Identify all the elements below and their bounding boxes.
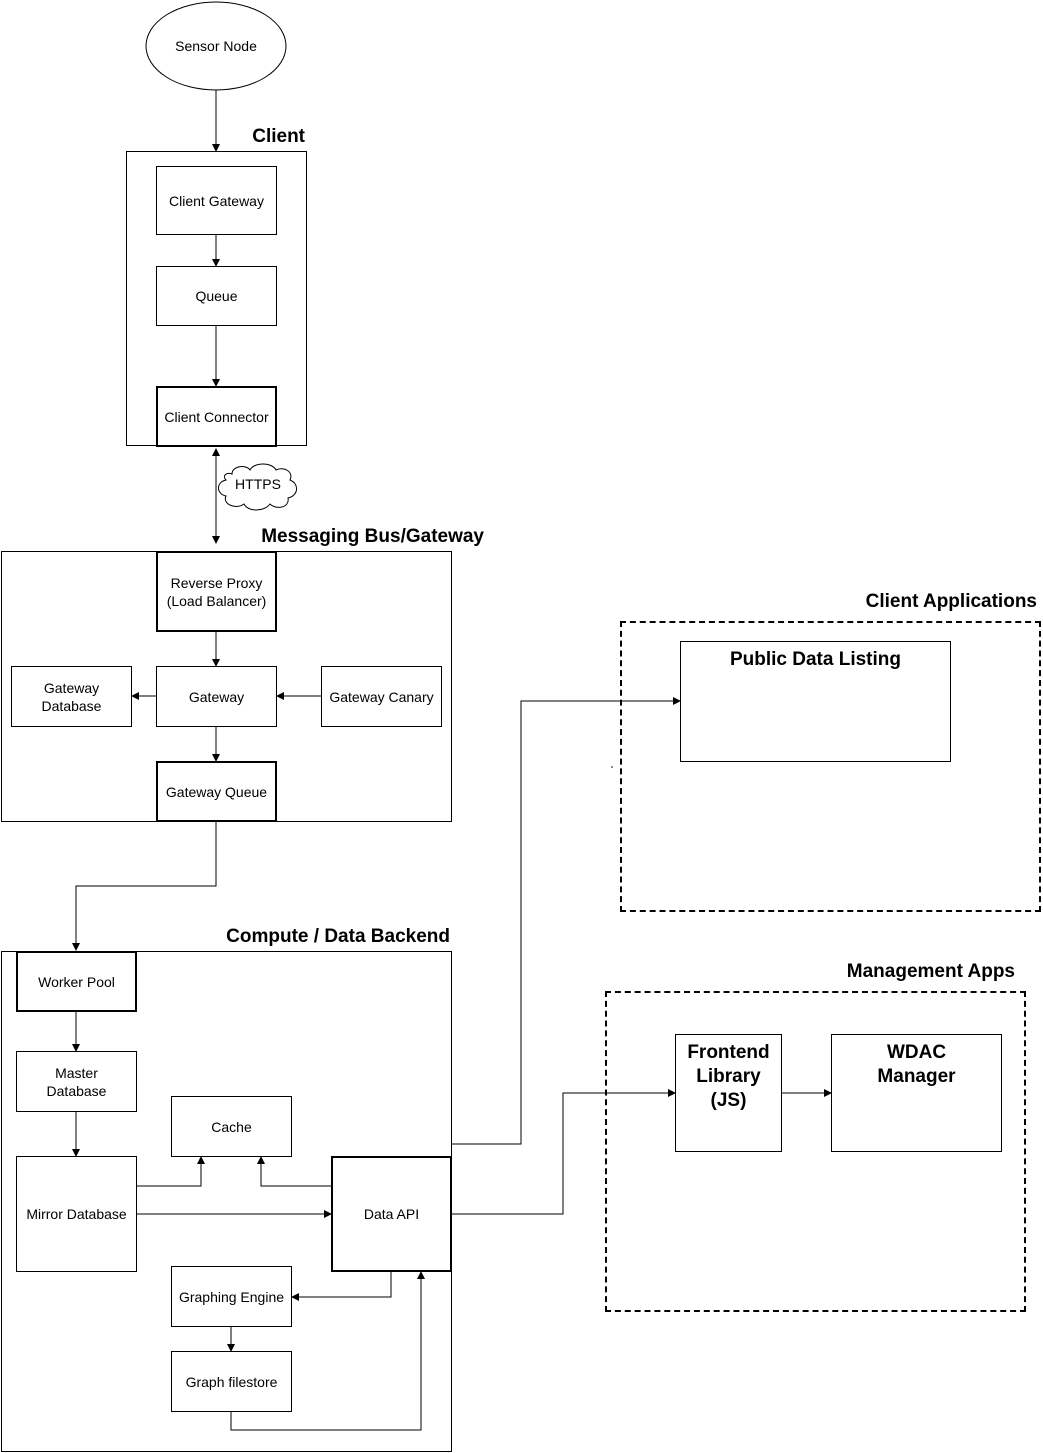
management-group — [605, 991, 1026, 1312]
reverse-proxy-label-line1: Reverse Proxy — [170, 574, 263, 591]
gateway-queue-label: Gateway Queue — [165, 783, 268, 800]
messaging-group-title: Messaging Bus/Gateway — [261, 526, 484, 547]
worker-pool-box: Worker Pool — [16, 951, 137, 1012]
edge-backend-to-public-data-listing — [452, 697, 681, 1145]
queue-box: Queue — [156, 266, 277, 326]
wdac-manager-label-line1: WDAC — [886, 1042, 947, 1063]
public-data-listing-label: Public Data Listing — [729, 649, 902, 670]
mirror-database-box: Mirror Database — [16, 1156, 137, 1272]
edge-filestore-to-data-api — [230, 1271, 425, 1431]
gateway-queue-box: Gateway Queue — [156, 761, 277, 822]
worker-pool-label: Worker Pool — [38, 973, 115, 990]
mirror-database-label: Mirror Database — [26, 1206, 127, 1222]
frontend-library-label-line3: (JS) — [710, 1090, 747, 1111]
master-database-label-line2: Database — [46, 1082, 107, 1099]
edge-data-api-to-graphing-engine — [291, 1272, 392, 1301]
data-api-box: Data API — [331, 1156, 452, 1272]
master-database-label-line1: Master — [55, 1064, 98, 1081]
client-apps-group — [620, 621, 1041, 912]
sensor-node-label: Sensor Node — [175, 38, 257, 54]
graph-filestore-label: Graph filestore — [185, 1373, 278, 1390]
edge-gateway-queue-to-worker-pool — [72, 822, 217, 951]
gateway-box: Gateway — [156, 666, 277, 727]
frontend-library-label-line1: Frontend — [687, 1042, 770, 1063]
frontend-library-label-line2: Library — [696, 1066, 761, 1087]
https-label: HTTPS — [235, 476, 281, 492]
graph-filestore-box: Graph filestore — [171, 1351, 292, 1412]
graphing-engine-box: Graphing Engine — [171, 1266, 292, 1327]
edge-data-api-to-frontend-library — [452, 1089, 676, 1215]
queue-label: Queue — [195, 288, 238, 304]
wdac-manager-label-line2: Manager — [877, 1066, 956, 1087]
gateway-database-label-line2: Database — [41, 697, 102, 714]
gateway-database-label-line1: Gateway — [43, 679, 100, 696]
https-cloud-shape — [218, 463, 297, 511]
gateway-database-box: Gateway Database — [11, 666, 132, 727]
client-connector-label: Client Connector — [164, 408, 269, 425]
cache-label: Cache — [211, 1118, 252, 1135]
frontend-library-box: Frontend Library (JS) — [675, 1034, 782, 1152]
client-gateway-label: Client Gateway — [169, 192, 264, 209]
stray-dot — [611, 766, 613, 768]
sensor-node: Sensor Node — [146, 2, 286, 90]
wdac-manager-box: WDAC Manager — [831, 1034, 1002, 1152]
edge-data-api-to-cache — [257, 1156, 331, 1187]
master-database-box: Master Database — [16, 1051, 137, 1112]
client-gateway-box: Client Gateway — [156, 166, 277, 235]
gateway-canary-label: Gateway Canary — [329, 688, 434, 705]
reverse-proxy-label-line2: (Load Balancer) — [166, 592, 267, 609]
client-connector-box: Client Connector — [156, 386, 277, 447]
gateway-canary-box: Gateway Canary — [321, 666, 442, 727]
public-data-listing-box: Public Data Listing — [680, 641, 951, 762]
sensor-node-shape — [145, 1, 287, 91]
gateway-label: Gateway — [188, 688, 245, 705]
data-api-label: Data API — [363, 1206, 420, 1222]
backend-group-title: Compute / Data Backend — [226, 926, 450, 947]
graphing-engine-label: Graphing Engine — [178, 1288, 285, 1305]
client-apps-group-title: Client Applications — [865, 591, 1037, 612]
edge-mirror-db-to-cache — [136, 1156, 205, 1187]
reverse-proxy-box: Reverse Proxy (Load Balancer) — [156, 551, 277, 632]
management-group-title: Management Apps — [846, 961, 1015, 982]
https-cloud: HTTPS — [222, 476, 294, 496]
cache-box: Cache — [171, 1096, 292, 1157]
client-group-title: Client — [252, 126, 305, 147]
